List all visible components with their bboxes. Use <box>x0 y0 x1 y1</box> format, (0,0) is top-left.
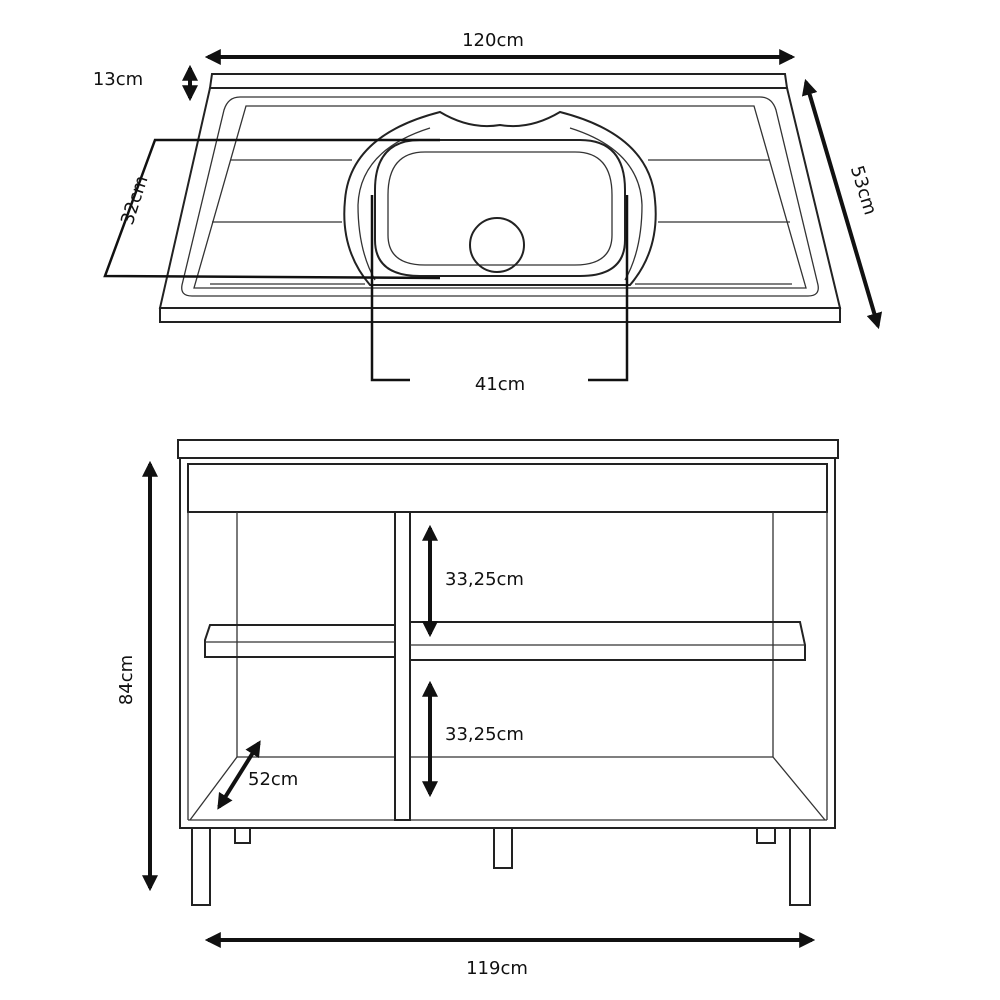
cabinet-width-label: 119cm <box>466 958 528 979</box>
height-label: 84cm <box>116 655 137 705</box>
bowl-contour-left <box>357 127 431 281</box>
bowl-width-bracket-left <box>370 195 410 382</box>
sink-top-view: 120cm 13cm 32cm 53cm 41cm <box>93 30 883 395</box>
bowl-depth-bracket <box>103 138 441 280</box>
cabinet-apron <box>187 463 828 513</box>
depth-dimension-arrow <box>801 78 883 330</box>
bowl-outer <box>343 110 657 286</box>
interior-depth-arrow <box>217 740 261 810</box>
bowl-depth-label: 32cm <box>117 173 153 227</box>
bowl-basin <box>374 139 626 277</box>
bowl-inner <box>387 151 613 266</box>
drainboard-grooves <box>210 159 792 285</box>
cabinet-front-view: 84cm 33,25cm 33,25cm 52cm 119cm <box>116 439 839 979</box>
depth-label: 53cm <box>846 163 881 217</box>
backsplash <box>208 73 789 89</box>
cabinet-legs <box>191 827 811 906</box>
inner-rim-line <box>193 105 807 289</box>
cabinet-interior <box>187 512 828 821</box>
countertop-front-edge <box>159 307 841 323</box>
bowl-contour-right <box>569 127 643 281</box>
bowl-width-label: 41cm <box>475 374 525 395</box>
left-shelf <box>204 624 396 658</box>
cabinet-countertop <box>177 439 839 459</box>
drain <box>469 217 525 273</box>
right-shelf <box>409 621 806 661</box>
bowl-width-bracket-right <box>588 195 629 382</box>
backsplash-label: 13cm <box>93 69 143 90</box>
center-divider <box>394 511 411 821</box>
lower-shelf-gap-label: 33,25cm <box>445 724 524 745</box>
upper-shelf-gap-label: 33,25cm <box>445 569 524 590</box>
interior-depth-label: 52cm <box>248 769 298 790</box>
inner-rim <box>181 96 819 297</box>
width-label: 120cm <box>462 30 524 51</box>
